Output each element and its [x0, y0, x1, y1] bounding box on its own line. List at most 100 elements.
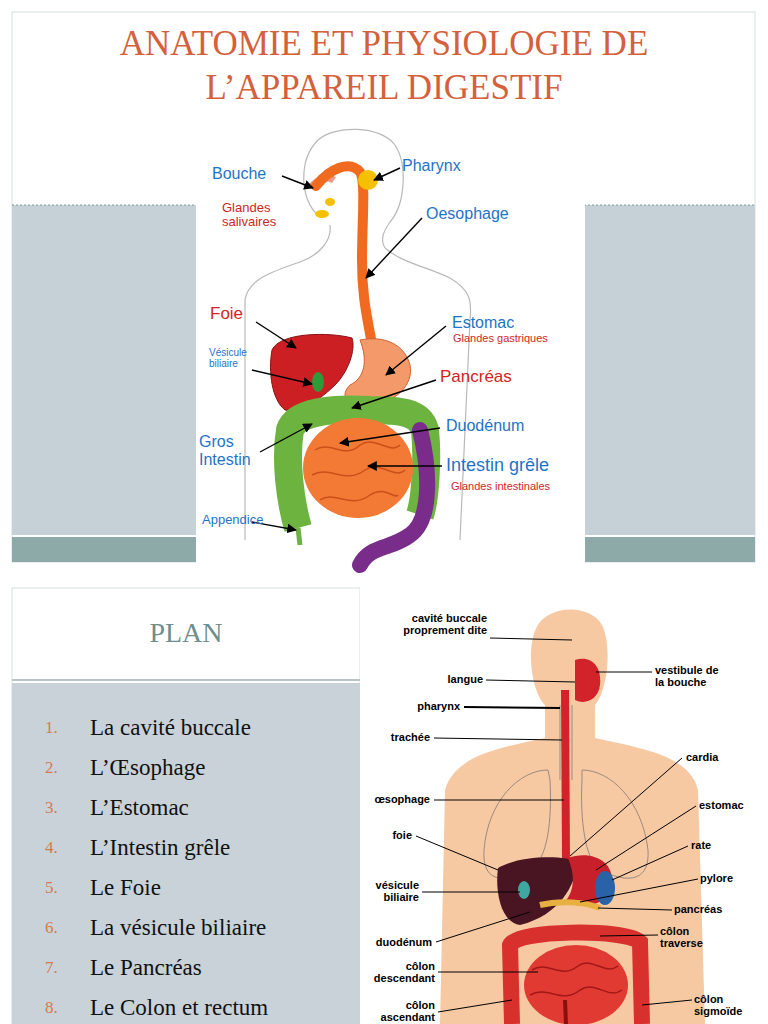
- organ-label: estomac: [699, 799, 744, 811]
- body-outline: [245, 129, 471, 540]
- organ-label: pancréas: [674, 903, 722, 915]
- leader-line: [340, 428, 440, 443]
- leader-line: [260, 424, 312, 452]
- leader-line: [464, 707, 560, 708]
- leader-line: [612, 846, 688, 880]
- gallbladder-shape: [518, 881, 530, 899]
- organ-label: Vésicule biliaire: [209, 347, 257, 369]
- list-number: 5.: [45, 874, 58, 902]
- appendix-shape: [298, 528, 300, 545]
- organ-label: côlon traverse: [660, 925, 722, 949]
- organ-label: vestibule de la bouche: [655, 664, 729, 688]
- leader-line: [366, 218, 422, 278]
- list-item: Le Foie: [90, 874, 161, 902]
- organ-label: Pancréas: [440, 368, 512, 387]
- organ-label: côlon sigmoïde: [694, 993, 756, 1017]
- salivary-gland: [315, 210, 329, 218]
- organ-label: Gros Intestin: [199, 433, 269, 468]
- leader-line: [570, 758, 682, 856]
- leader-line: [256, 322, 296, 348]
- organ-label: duodénum: [376, 936, 432, 948]
- list-number: 4.: [45, 834, 58, 862]
- rectum-shape: [565, 1000, 566, 1024]
- organ-label: rate: [691, 839, 711, 851]
- band-rule: [12, 679, 360, 681]
- organ-label: cardia: [686, 751, 718, 763]
- organ-label: pharynx: [417, 700, 460, 712]
- mouth-shape: [575, 659, 600, 702]
- picture-background: [360, 588, 768, 1024]
- oesophagus-tube: [565, 690, 566, 860]
- organ-label: côlon descendant: [367, 960, 435, 984]
- intestine-coils: [530, 963, 622, 996]
- list-item: Le Pancréas: [90, 954, 202, 982]
- organ-label: œsophage: [374, 793, 430, 805]
- leader-line: [438, 1000, 512, 1012]
- organ-label: langue: [448, 673, 483, 685]
- leader-line: [252, 370, 312, 384]
- gallbladder-shape: [312, 372, 324, 392]
- leader-lines: [252, 168, 446, 530]
- stomach-shape: [345, 339, 411, 405]
- salivary-gland: [325, 198, 335, 206]
- liver-shape: [497, 857, 578, 925]
- list-number: 1.: [45, 714, 58, 742]
- list-item: La vésicule biliaire: [90, 914, 266, 942]
- leader-line: [374, 168, 400, 180]
- organ-label: Glandes intestinales: [451, 480, 550, 492]
- spleen-shape: [595, 871, 615, 905]
- leader-line: [416, 836, 498, 870]
- leader-line: [368, 465, 442, 466]
- organ-label: trachée: [391, 731, 430, 743]
- leader-line: [438, 972, 538, 973]
- leader-line: [642, 1000, 692, 1005]
- leader-line: [600, 935, 658, 936]
- leader-line: [596, 806, 696, 870]
- leader-lines: [416, 638, 698, 1012]
- leader-line: [352, 380, 436, 408]
- organ-label: Glandes gastriques: [453, 332, 548, 344]
- organ-label: Intestin grêle: [446, 456, 549, 476]
- picture-background: [196, 125, 585, 575]
- section-heading: PLAN: [12, 618, 360, 649]
- leader-line: [434, 738, 562, 740]
- leader-line: [434, 800, 564, 801]
- list-number: 7.: [45, 954, 58, 982]
- organ-label: vésicule biliaire: [361, 879, 419, 903]
- colon-shape: [510, 933, 642, 1024]
- list-item: L’Estomac: [90, 794, 189, 822]
- organ-label: pylore: [700, 872, 733, 884]
- organ-label: Duodénum: [446, 417, 524, 435]
- pancreas-shape: [540, 902, 600, 908]
- organ-label: Foie: [210, 305, 243, 324]
- list-number: 8.: [45, 994, 58, 1022]
- list-item: L’Intestin grêle: [90, 834, 230, 862]
- leader-line: [596, 672, 652, 673]
- list-item: Le Colon et rectum: [90, 994, 268, 1022]
- organ-label: Estomac: [452, 314, 514, 332]
- plan-band: 1.La cavité buccale2.L’Œsophage3.L’Estom…: [12, 683, 360, 1024]
- list-number: 3.: [45, 794, 58, 822]
- organ-label: cavité buccale proprement dite: [387, 612, 487, 636]
- leader-line: [580, 879, 698, 902]
- oesophagus-tube: [316, 166, 372, 345]
- leader-line: [422, 892, 520, 893]
- organ-label: foie: [392, 829, 412, 841]
- large-intestine: [288, 410, 426, 528]
- organ-label: Pharynx: [402, 157, 461, 175]
- organ-label: côlon ascendant: [367, 999, 435, 1023]
- leader-line: [282, 176, 313, 188]
- small-intestine: [524, 945, 628, 1024]
- list-item: La cavité buccale: [90, 714, 251, 742]
- leader-line: [386, 326, 446, 375]
- organ-label: Glandes salivaires: [222, 201, 288, 230]
- slide-frame: [12, 588, 360, 1024]
- list-number: 6.: [45, 914, 58, 942]
- organ-label: Oesophage: [426, 205, 509, 223]
- slide-title: ANATOMIE ET PHYSIOLOGIE DE L’APPAREIL DI…: [24, 22, 744, 110]
- leader-line: [436, 912, 530, 942]
- leader-line: [598, 908, 672, 910]
- small-intestine: [303, 418, 413, 518]
- list-number: 2.: [45, 754, 58, 782]
